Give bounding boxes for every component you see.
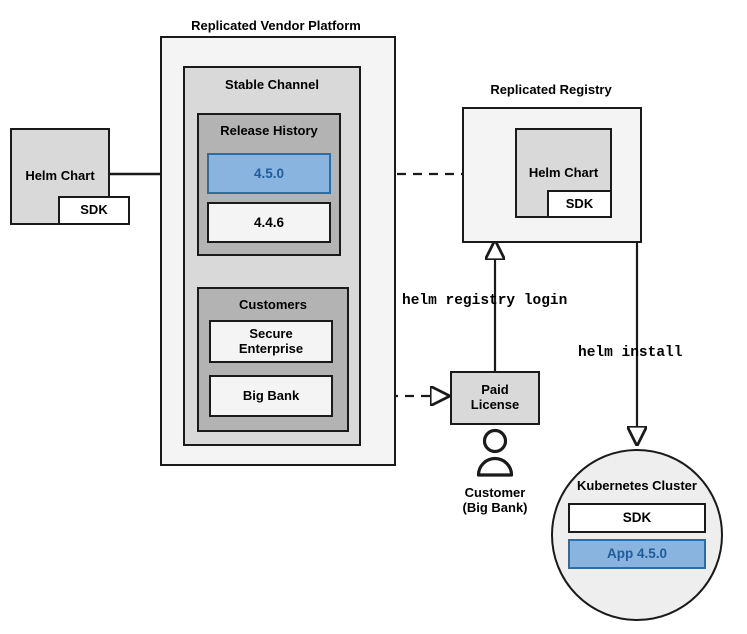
cluster-component-label: SDK (622, 510, 652, 526)
registry-sdk-label: SDK (565, 195, 594, 211)
source-sdk-box[interactable]: SDK (58, 196, 130, 225)
helm-registry-login-command: helm registry login (402, 293, 568, 309)
registry-helm-chart-label: Helm Chart (528, 164, 599, 180)
customer-actor-label: Customer (Big Bank) (425, 485, 565, 516)
customer-actor-line2: (Big Bank) (462, 500, 528, 516)
registry-sdk-box[interactable]: SDK (547, 190, 612, 218)
cluster-component-sdk[interactable]: SDK (568, 503, 706, 533)
release-history-label: Release History (220, 123, 318, 138)
release-version-label: 4.4.6 (253, 214, 285, 230)
helm-install-command: helm install (578, 345, 683, 361)
customer-name-line1: Big Bank (242, 387, 300, 403)
kubernetes-cluster-circle (551, 449, 723, 621)
source-helm-chart-label: Helm Chart (25, 168, 95, 184)
release-item-450[interactable]: 4.5.0 (207, 153, 331, 194)
customer-item-big-bank[interactable]: Big Bank (209, 375, 333, 417)
registry-title: Replicated Registry (490, 82, 612, 97)
paid-license-line2: License (470, 397, 520, 412)
source-sdk-label: SDK (80, 202, 108, 218)
person-icon (472, 428, 518, 478)
customer-name-line2: Enterprise (238, 340, 304, 356)
customer-name-line1: Secure (249, 325, 293, 341)
cluster-component-label: App 4.5.0 (606, 546, 668, 562)
stable-channel-label: Stable Channel (225, 77, 319, 92)
cluster-component-app[interactable]: App 4.5.0 (568, 539, 706, 569)
paid-license-line1: Paid (481, 382, 509, 398)
release-version-label: 4.5.0 (253, 165, 285, 181)
vendor-platform-title: Replicated Vendor Platform (191, 18, 361, 33)
kubernetes-cluster-label: Kubernetes Cluster (577, 478, 697, 493)
customers-label: Customers (239, 297, 307, 312)
customer-item-secure-enterprise[interactable]: Secure Enterprise (209, 320, 333, 363)
release-item-446[interactable]: 4.4.6 (207, 202, 331, 243)
customer-actor-line1: Customer (464, 485, 526, 500)
paid-license-box[interactable]: Paid License (450, 371, 540, 425)
